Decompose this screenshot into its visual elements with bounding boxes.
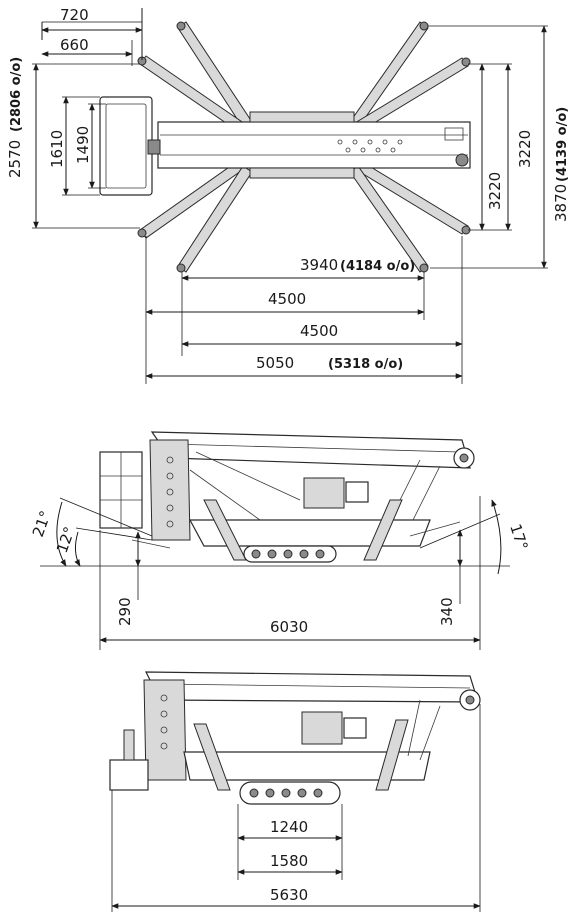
dim-4500-a: 4500 (268, 290, 306, 308)
dim-5630: 5630 (270, 886, 308, 904)
dim-3940: 3940 (300, 256, 338, 274)
angle-21: 21° (29, 508, 55, 539)
dim-5050: 5050 (256, 354, 294, 372)
dim-1610: 1610 (48, 130, 66, 168)
transport-boom (145, 671, 479, 703)
dim-3220-b: 3220 (486, 172, 504, 210)
dim-290: 290 (116, 597, 134, 626)
side-view-machine (99, 431, 475, 563)
dim-2570-alt: (2806 o/o) (9, 57, 24, 132)
dim-2570: 2570 (6, 140, 24, 178)
top-view: 720 660 2570 (2806 o/o) 1610 1490 3220 3… (6, 6, 570, 384)
dim-3870: 3870 (552, 184, 570, 222)
dim-340: 340 (438, 597, 456, 626)
dim-660: 660 (60, 36, 89, 54)
basket (99, 96, 153, 196)
transport-view-machine (109, 671, 481, 805)
dim-1490: 1490 (74, 126, 92, 164)
dim-4500-b: 4500 (300, 322, 338, 340)
outriggers (137, 21, 471, 273)
dim-1580: 1580 (270, 852, 308, 870)
side-mast-holes (166, 456, 174, 528)
dim-3220-a: 3220 (516, 130, 534, 168)
transport-track-wheels (249, 788, 323, 798)
dim-720: 720 (60, 6, 89, 24)
transport-basket (109, 759, 149, 791)
dim-1240: 1240 (270, 818, 308, 836)
angle-17: 17° (506, 522, 531, 553)
chassis-holes (337, 139, 403, 153)
transport-mast-holes (160, 694, 168, 750)
top-view-machine (99, 21, 471, 273)
dim-6030: 6030 (270, 618, 308, 636)
boom (150, 431, 471, 469)
transport-view: 1240 1580 5630 (109, 671, 481, 912)
dim-3870-alt: (4139 o/o) (555, 107, 570, 182)
side-track-wheels (251, 549, 325, 559)
chassis (157, 121, 471, 169)
side-view: 21° 12° 17° 290 340 6030 (29, 431, 532, 650)
dim-3940-alt: (4184 o/o) (340, 259, 415, 274)
dim-5050-alt: (5318 o/o) (328, 357, 403, 372)
